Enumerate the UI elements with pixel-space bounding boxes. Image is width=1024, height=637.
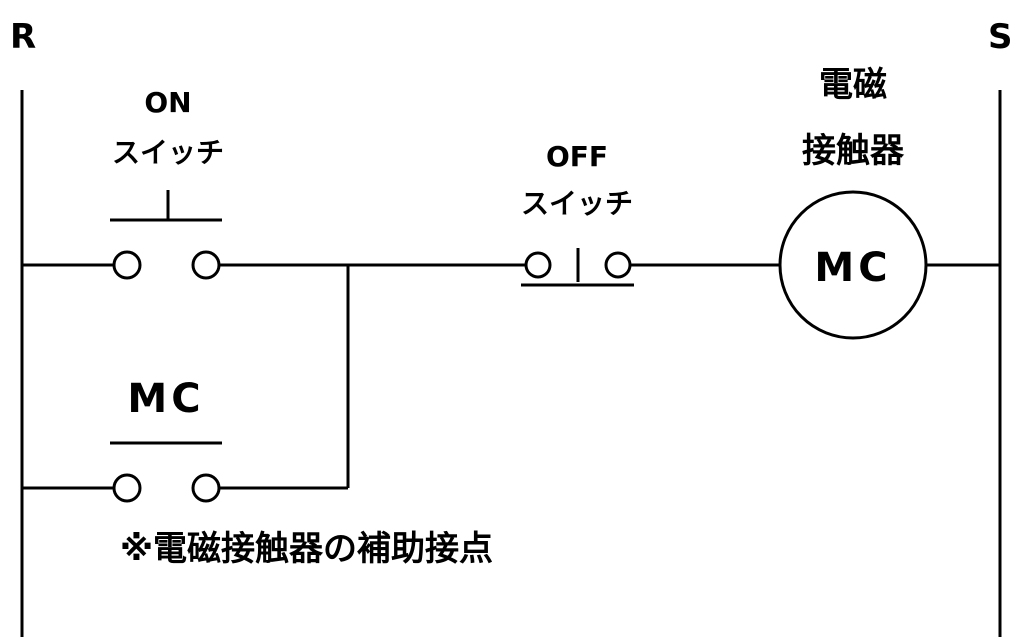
on-contact-left <box>112 250 142 280</box>
aux-contact-note: ※電磁接触器の補助接点 <box>120 529 493 569</box>
rail-label-s: S <box>988 17 1013 57</box>
off-switch <box>521 248 634 287</box>
coil-label: MC <box>814 245 891 291</box>
aux-contact <box>110 441 222 503</box>
on-switch <box>110 190 222 280</box>
on-switch-label-2: スイッチ <box>112 136 224 169</box>
contactor-coil <box>778 190 928 340</box>
off-contact-right <box>604 251 632 279</box>
aux-contact-right <box>191 473 221 503</box>
coil-circle <box>778 190 928 340</box>
off-contact-left <box>524 251 552 279</box>
aux-contact-left <box>112 473 142 503</box>
aux-contact-label: MC <box>127 376 204 422</box>
contactor-title-2: 接触器 <box>802 131 905 171</box>
rail-label-r: R <box>10 17 36 57</box>
contactor-title-1: 電磁 <box>819 65 887 105</box>
off-switch-label-1: OFF <box>546 140 608 173</box>
off-switch-label-2: スイッチ <box>521 187 633 220</box>
on-switch-label-1: ON <box>144 86 191 119</box>
on-contact-right <box>191 250 221 280</box>
